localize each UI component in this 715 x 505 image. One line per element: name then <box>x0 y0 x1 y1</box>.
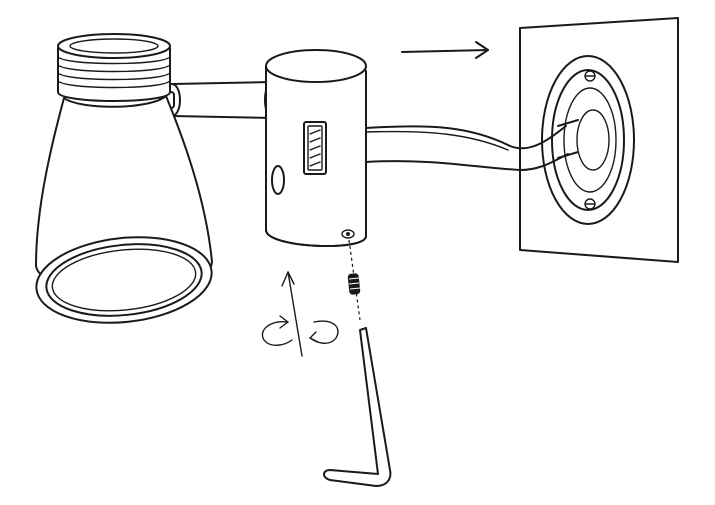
upward-slide-arrow <box>281 271 303 357</box>
bracket-screw-icon <box>584 198 596 210</box>
mounting-bracket <box>541 55 635 225</box>
wall-plate <box>519 17 679 263</box>
push-direction-arrow <box>401 41 489 59</box>
side-knob <box>271 165 285 195</box>
supply-wires <box>365 125 569 171</box>
insertion-guide-line <box>348 239 361 321</box>
bracket-screw-icon <box>584 70 596 82</box>
allen-key <box>323 327 392 487</box>
spotlight-head <box>35 33 213 324</box>
swivel-arm <box>159 81 280 119</box>
rotation-arrows <box>261 315 339 346</box>
grub-screw <box>347 273 361 295</box>
rocker-switch <box>303 121 327 175</box>
